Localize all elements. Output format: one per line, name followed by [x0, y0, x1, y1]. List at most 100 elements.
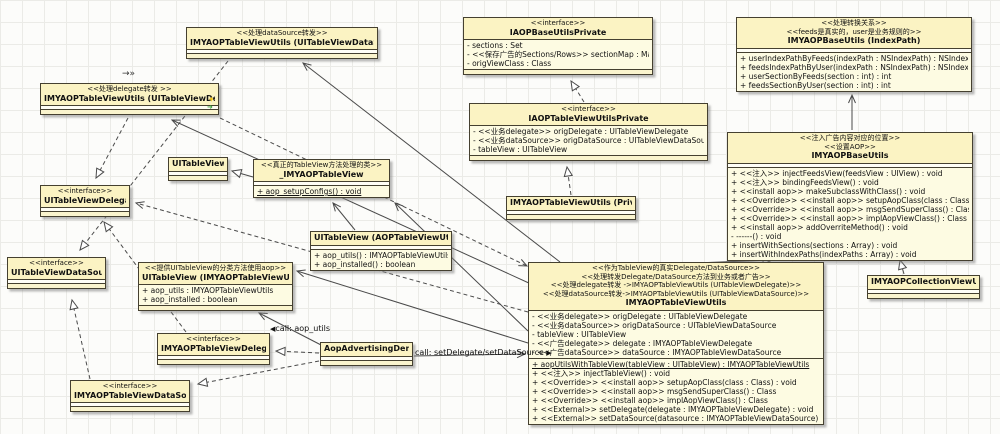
- attributes-compartment: + aop_utils : IMYAOPTableViewUtils + aop…: [139, 284, 292, 305]
- empty-methods: [169, 174, 227, 180]
- method: + insertWithIndexPaths(indexPaths : Arra…: [731, 249, 917, 259]
- stereotype: <<处理delegate转发 ->IMYAOPTableViewUtils (U…: [550, 281, 802, 289]
- attribute: - <<业务dataSource>> origDataSource : UITa…: [473, 136, 704, 145]
- method: + <<Override>> <<install aop>> setupAopC…: [731, 195, 969, 205]
- class-header: AopAdvertisingDemo: [321, 343, 412, 356]
- empty-attributes: [8, 279, 105, 283]
- stereotype: <<interface>>: [102, 382, 158, 390]
- stereotype: <<interface>>: [57, 187, 113, 195]
- method: + <<install aop>> makeSubclassWithClass(…: [731, 186, 926, 196]
- class-name: IMYAOPTableViewDelegate: [161, 343, 266, 353]
- empty-attributes: [41, 105, 218, 109]
- method: + <<注入>> injectFeedsView(feedsView : UIV…: [731, 168, 943, 178]
- method: + <<Override>> <<install aop>> setupAopC…: [532, 377, 797, 387]
- class-box-imyaoptableview: <<真正的TableView方法处理的类>> _IMYAOPTableView …: [253, 159, 390, 198]
- class-box-imyaopbaseutils-indexpath: <<处理转换关系>> <<feeds是真实的，user是业务规则的>> IMYA…: [736, 17, 972, 92]
- stereotype: <<interface>>: [29, 259, 84, 267]
- stereotype: <<提供UITableView的分类方法使用aop>>: [144, 264, 287, 272]
- edge-imydatasource-extends-uitvds: [69, 298, 91, 380]
- attribute: + aop_installed : boolean: [142, 295, 238, 304]
- empty-methods: [158, 359, 269, 364]
- method: + <<install aop>> addOverriteMethod() : …: [731, 222, 908, 232]
- class-header: <<interface>> UITableViewDataSource: [8, 258, 105, 279]
- empty-attributes: [321, 355, 412, 360]
- method: + <<External>> setDelegate(delegate : IM…: [532, 404, 814, 414]
- method: - ------() : void: [731, 231, 782, 241]
- empty-attributes: [41, 207, 129, 211]
- edge-label-call-setdelegate: call: setDelegate/setDataSource ▶: [415, 348, 552, 357]
- stereotype: <<处理dataSource转发>>: [236, 29, 328, 37]
- methods-compartment: + <<注入>> injectFeedsView(feedsView : UIV…: [728, 166, 972, 260]
- attribute: - tableView : UITableView: [473, 145, 568, 154]
- empty-attributes: [737, 47, 971, 52]
- empty-methods: [868, 292, 979, 298]
- method: + <<Override>> <<install aop>> implAopVi…: [731, 213, 967, 223]
- empty-attributes: [868, 288, 979, 293]
- stereotype: <<真正的TableView方法处理的类>>: [260, 161, 383, 169]
- class-name: IMYAOPCollectionViewUtils: [871, 277, 976, 286]
- edge-delegatecat-realizes-uitvd: [95, 117, 129, 180]
- empty-methods: [464, 69, 652, 74]
- method: + <<External>> setDataSource(datasource …: [532, 413, 820, 423]
- class-header: <<处理转换关系>> <<feeds是真实的，user是业务规则的>> IMYA…: [737, 18, 971, 48]
- class-header: UITableView: [169, 158, 227, 171]
- stereotype: <<作为TableView的真实Delegate/DataSource>>: [591, 264, 761, 272]
- attribute: - <<业务dataSource>> origDataSource : UITa…: [532, 320, 777, 330]
- edge-central-to-catuse: [295, 269, 529, 344]
- edge-demo-realizes-imydelegate: [274, 346, 320, 357]
- edge-label-text: call: aop_utils: [275, 324, 331, 333]
- empty-attributes: [507, 209, 635, 214]
- empty-attributes: [158, 355, 269, 359]
- class-header: <<处理dataSource转发>> IMYAOPTableViewUtils …: [187, 28, 377, 49]
- method: + <<Override>> <<install aop>> implAopVi…: [532, 395, 768, 405]
- stereotype: <<feeds是真实的，user是业务规则的>>: [786, 27, 922, 36]
- stereotype: <<处理delegate转发 >>: [87, 85, 172, 93]
- class-name: IMYAOPBaseUtils: [811, 151, 889, 160]
- class-name: UITableView (AOPTableViewUtils): [314, 233, 448, 242]
- attribute: - origViewClass : Class: [467, 59, 552, 68]
- yellow-star-icon: ✦: [208, 95, 215, 104]
- attribute: + aop_utils : IMYAOPTableViewUtils: [142, 286, 274, 295]
- class-box-imyaoptableviewutils-private: IMYAOPTableViewUtils (Private): [506, 196, 636, 220]
- method: + <<Override>> <<install aop>> msgSendSu…: [532, 386, 777, 396]
- empty-attributes: [71, 402, 189, 406]
- edge-imytableview-extends-uitableview: [230, 169, 254, 179]
- class-box-imyaoptableviewdatasource: <<interface>> IMYAOPTableViewDataSource: [70, 380, 190, 412]
- class-name: IMYAOPBaseUtils (IndexPath): [787, 36, 921, 45]
- left-arrowhead-icon: ◀: [270, 325, 276, 333]
- class-name: UITableViewDataSource: [11, 267, 102, 277]
- class-box-imyaopcollectionviewutils: IMYAOPCollectionViewUtils: [867, 275, 980, 299]
- class-name: IMYAOPTableViewUtils: [625, 298, 727, 307]
- attributes-compartment: - <<业务delegate>> origDelegate : UITableV…: [470, 125, 707, 155]
- stereotype: <<interface>>: [530, 19, 586, 27]
- class-name: UITableView (IMYAOPTableViewUtils): [142, 272, 289, 282]
- class-header: <<interface>> UITableViewDelegate: [41, 186, 129, 207]
- stereotype: <<interface>>: [186, 335, 241, 343]
- class-header: <<interface>> IAOPBaseUtilsPrivate: [464, 18, 652, 39]
- edge-label-text: call: setDelegate/setDataSource: [415, 348, 544, 357]
- method: + userIndexPathByFeeds(indexPath : NSInd…: [740, 53, 968, 63]
- class-name: UITableViewDelegate: [44, 195, 126, 205]
- edge-imypriv-realizes-iaoptvpriv: [563, 165, 574, 196]
- attribute: - <<保存广告的Sections/Rows>> sectionMap : Ma…: [467, 50, 649, 59]
- class-header: IMYAOPTableViewUtils (Private): [507, 197, 635, 210]
- class-name: IAOPTableViewUtilsPrivate: [528, 113, 649, 123]
- edge-cataop-to-imytableview: [332, 202, 356, 231]
- class-name: IMYAOPTableViewDataSource: [74, 390, 186, 400]
- methods-compartment: + aopUtilsWithTableView(tableView : UITa…: [529, 357, 823, 424]
- method: + feedsSectionByUser(section : int) : in…: [740, 80, 891, 90]
- method: + userSectionByFeeds(section : int) : in…: [740, 71, 892, 81]
- stereotype: <<设置AOP>>: [824, 142, 876, 151]
- class-header: <<真正的TableView方法处理的类>> _IMYAOPTableView: [254, 160, 389, 181]
- class-box-imyaoptableviewutils-central: <<作为TableView的真实Delegate/DataSource>> <<…: [528, 262, 824, 425]
- stereotype: <<处理转换关系>>: [821, 19, 887, 27]
- method: + insertWithSections(sections : Array) :…: [731, 240, 898, 250]
- class-box-uitableviewdelegate: <<interface>> UITableViewDelegate: [40, 185, 130, 217]
- method: + aop_setupConfigs() : void: [257, 187, 362, 196]
- class-box-delegate-category: <<处理delegate转发 >> IMYAOPTableViewUtils (…: [40, 83, 219, 115]
- class-header: <<注入广告内容对应的位置>> <<设置AOP>> IMYAOPBaseUtil…: [728, 133, 972, 163]
- class-header: UITableView (AOPTableViewUtils): [311, 232, 451, 245]
- methods-compartment: + userIndexPathByFeeds(indexPath : NSInd…: [737, 51, 971, 91]
- method: + feedsIndexPathByUser(indexPath : NSInd…: [740, 62, 968, 72]
